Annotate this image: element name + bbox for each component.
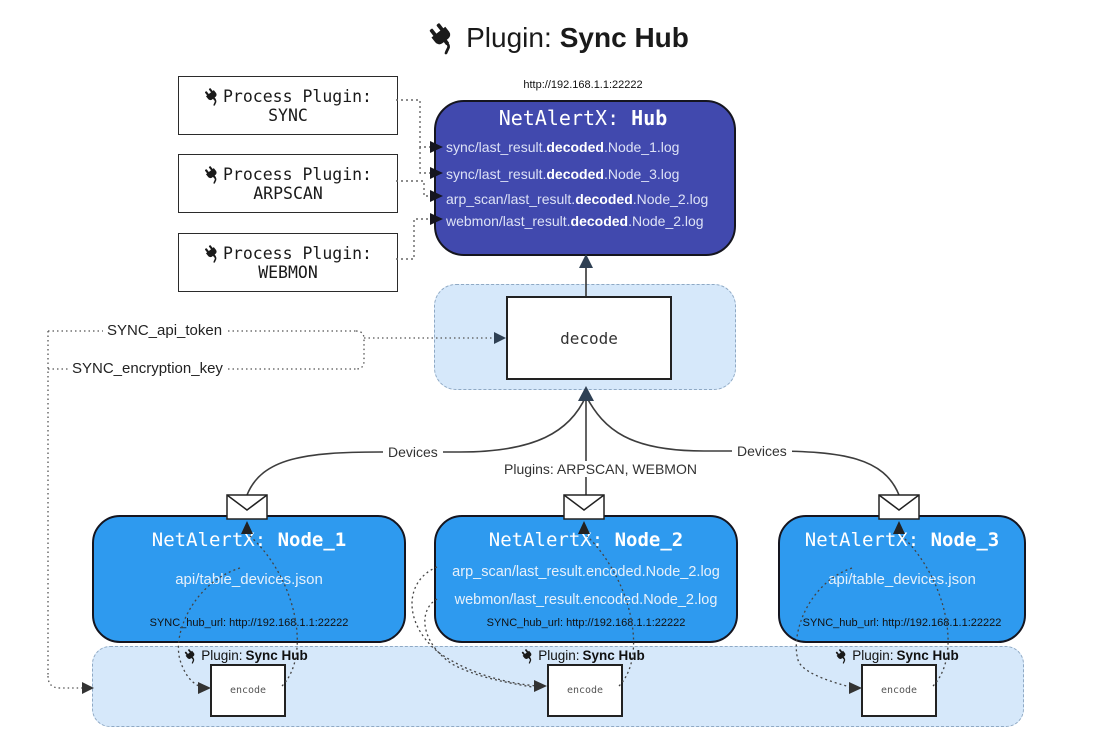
plugin-to-hub-connectors xyxy=(396,99,430,260)
sync-api-token-label: SYNC_api_token xyxy=(103,322,227,339)
decode-box: decode xyxy=(506,296,672,380)
page-title-name: Sync Hub xyxy=(559,22,689,53)
hub-title-prefix: NetAlertX: xyxy=(498,106,620,130)
encode-box-2: encode xyxy=(547,664,623,717)
plug-icon xyxy=(518,646,538,666)
hub-file-line: arp_scan/last_result.decoded.Node_2.log xyxy=(446,191,709,207)
process-plugin-label: Process Plugin: xyxy=(222,164,372,184)
node-file: api/table_devices.json xyxy=(175,571,323,588)
process-plugin-name: ARPSCAN xyxy=(253,183,323,203)
node-title: NetAlertX: Node_3 xyxy=(804,529,1000,551)
node-title: NetAlertX: Node_1 xyxy=(151,529,347,551)
sync-encryption-key-label: SYNC_encryption_key xyxy=(68,360,227,377)
plug-icon xyxy=(201,162,225,186)
node-title: NetAlertX: Node_2 xyxy=(488,529,684,551)
edge-label-devices-left: Devices xyxy=(383,444,443,460)
plug-icon xyxy=(201,84,225,108)
hub-title-name: Hub xyxy=(631,106,668,130)
encode-box-3: encode xyxy=(861,664,937,717)
edge-label-plugins: Plugins: ARPSCAN, WEBMON xyxy=(499,461,702,477)
node-to-decode-curves xyxy=(246,390,900,496)
strip-plugin-label-1: Plugin: Sync Hub xyxy=(136,648,356,663)
node-2-box: NetAlertX: Node_2 arp_scan/last_result.e… xyxy=(434,515,738,643)
process-plugin-label: Process Plugin: xyxy=(222,86,372,106)
edge-label-devices-right: Devices xyxy=(732,443,792,459)
node-file: api/table_devices.json xyxy=(828,571,976,588)
process-plugin-arpscan: Process Plugin: ARPSCAN xyxy=(178,154,398,213)
hub-file-line: sync/last_result.decoded.Node_1.log xyxy=(446,139,680,155)
page-title-prefix: Plugin: xyxy=(466,22,552,53)
hub-file-line: sync/last_result.decoded.Node_3.log xyxy=(446,166,680,182)
node-file: arp_scan/last_result.encoded.Node_2.log xyxy=(452,564,720,580)
hub-file-line: webmon/last_result.decoded.Node_2.log xyxy=(446,213,704,229)
node-hub-url: SYNC_hub_url: http://192.168.1.1:22222 xyxy=(802,617,1002,629)
process-plugin-webmon: Process Plugin: WEBMON xyxy=(178,233,398,292)
node-1-box: NetAlertX: Node_1 api/table_devices.json… xyxy=(92,515,406,643)
node-hub-url: SYNC_hub_url: http://192.168.1.1:22222 xyxy=(486,617,686,629)
hub-title: NetAlertX: Hub xyxy=(434,106,732,130)
encode-box-1: encode xyxy=(210,664,286,717)
node-hub-url: SYNC_hub_url: http://192.168.1.1:22222 xyxy=(149,617,349,629)
strip-plugin-label-3: Plugin: Sync Hub xyxy=(787,648,1007,663)
plug-icon xyxy=(832,646,852,666)
hub-url: http://192.168.1.1:22222 xyxy=(523,79,643,91)
process-plugin-name: SYNC xyxy=(268,105,308,125)
hub-box xyxy=(434,100,736,256)
decode-to-hub-arrowhead xyxy=(579,254,593,268)
page-title: Plugin: Sync Hub xyxy=(0,16,1117,60)
process-plugin-name: WEBMON xyxy=(258,262,318,282)
plug-icon xyxy=(201,241,225,265)
strip-plugin-label-2: Plugin: Sync Hub xyxy=(473,648,693,663)
plug-icon xyxy=(422,17,464,59)
process-plugin-sync: Process Plugin: SYNC xyxy=(178,76,398,135)
process-plugin-label: Process Plugin: xyxy=(222,243,372,263)
node-file: webmon/last_result.encoded.Node_2.log xyxy=(454,592,718,608)
plug-icon xyxy=(181,646,201,666)
node-3-box: NetAlertX: Node_3 api/table_devices.json… xyxy=(778,515,1026,643)
